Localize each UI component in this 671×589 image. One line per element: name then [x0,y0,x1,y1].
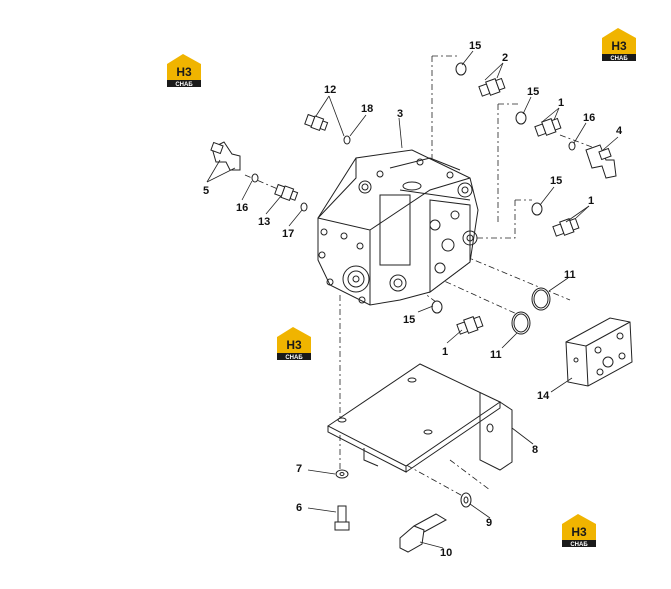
callout-11: 11 [564,269,576,281]
watermark-letters: H3 [176,65,192,79]
watermark-sub: СНАБ [610,56,628,62]
callout-6: 6 [296,502,302,514]
fitting-1-right [552,217,580,237]
fitting-1-top [534,117,562,137]
fitting-2 [478,77,506,97]
callout-3: 3 [397,108,403,120]
valve-body [317,149,479,306]
callout-16: 16 [236,202,248,214]
assembly-axes [244,55,601,501]
elbow-fitting-4 [585,144,617,179]
callout-5: 5 [203,185,209,197]
watermark-sub: СНАБ [570,542,588,548]
callout-2: 2 [502,52,508,64]
elbow-fitting-5 [210,141,241,171]
callout-labels: 15 2 3 15 1 16 4 15 1 12 18 5 16 13 17 1… [203,40,623,559]
watermark-logo-top-left: H3 СНАБ [167,54,201,88]
fitting-13 [274,183,299,202]
callout-13: 13 [258,216,270,228]
watermark-sub: СНАБ [285,355,303,361]
callout-15: 15 [469,40,481,52]
callout-17: 17 [282,228,294,240]
callout-8: 8 [532,444,538,456]
watermark-logo-bottom-right: H3 СНАБ [562,514,596,548]
watermark-logo-middle-left: H3 СНАБ [277,327,311,361]
washers [335,469,472,508]
callout-14: 14 [537,390,550,402]
watermark-letters: H3 [571,525,587,539]
callout-12: 12 [324,84,336,96]
callout-1: 1 [558,97,564,109]
callout-9: 9 [486,517,492,529]
callout-18: 18 [361,103,373,115]
callout-1: 1 [442,346,448,358]
mounting-bracket [327,363,513,473]
watermark-logo-top-right: H3 СНАБ [602,28,636,62]
fitting-12 [304,113,329,132]
watermark-sub: СНАБ [175,82,193,88]
callout-15: 15 [403,314,415,326]
callout-16: 16 [583,112,595,124]
callout-10: 10 [440,547,452,559]
bolt-6 [334,505,350,531]
fitting-1-lower [456,315,484,335]
callout-15: 15 [527,86,539,98]
bolt-10 [399,513,448,553]
watermark-letters: H3 [611,39,627,53]
flange-plate [565,317,633,387]
callout-1: 1 [588,195,594,207]
watermark-letters: H3 [286,338,302,352]
callout-7: 7 [296,463,302,475]
callout-11: 11 [490,349,502,361]
callout-4: 4 [616,125,623,137]
callout-15: 15 [550,175,562,187]
o-rings [251,62,576,335]
leader-lines [206,50,619,549]
